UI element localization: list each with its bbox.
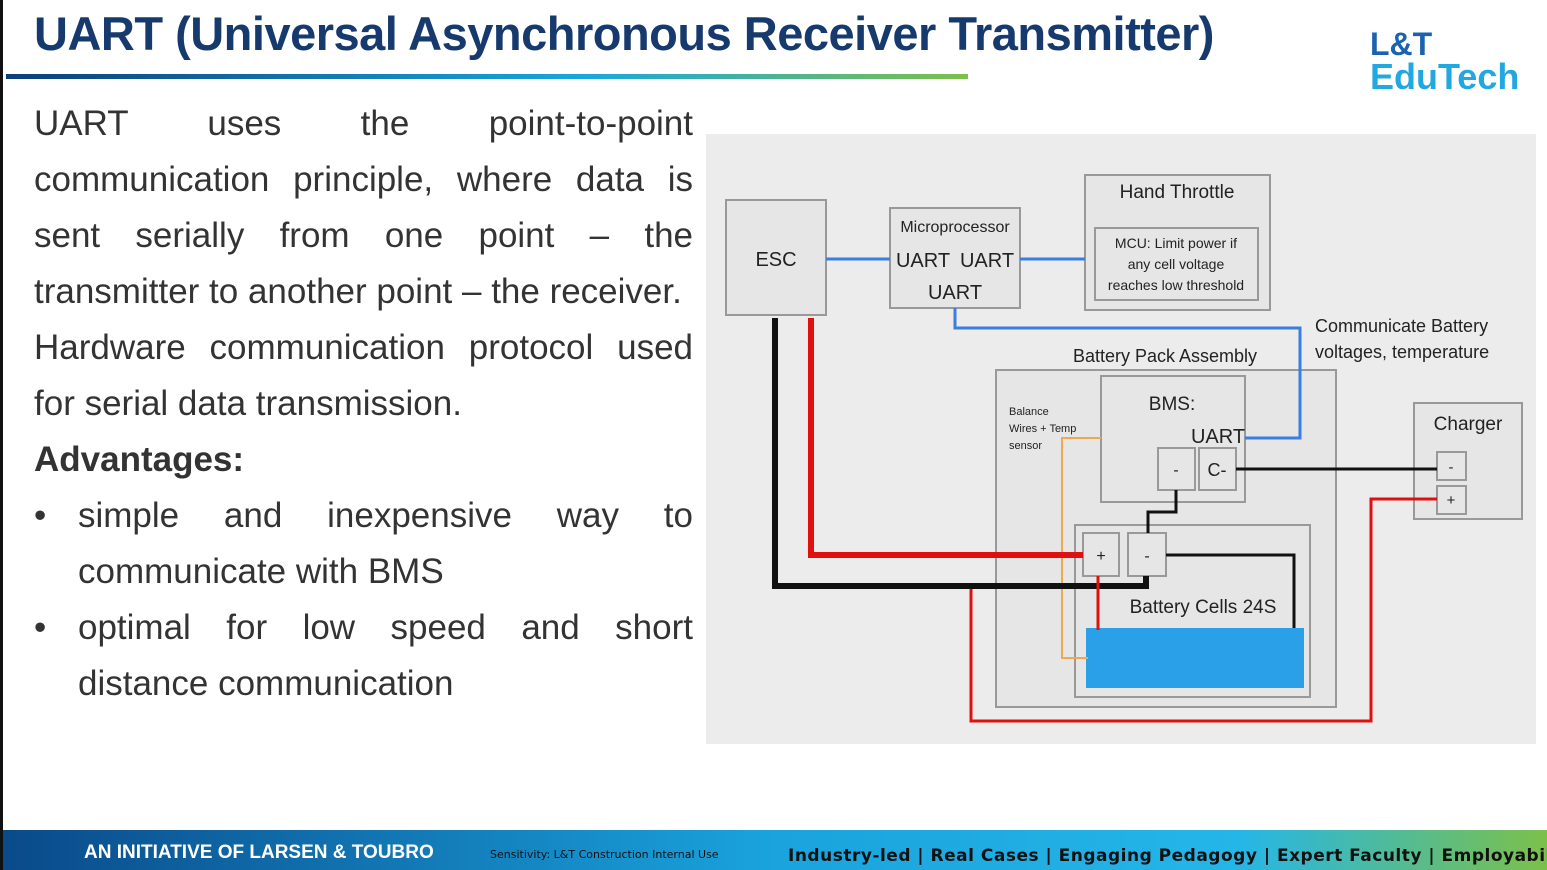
slide-title: UART (Universal Asynchronous Receiver Tr… xyxy=(34,7,1214,60)
balance-wire xyxy=(1061,437,1101,659)
bms-cminus-box xyxy=(1198,447,1237,491)
mcu-text: MCU: Limit power if xyxy=(1115,235,1237,251)
slide-body: UART uses the point-to-point communicati… xyxy=(34,96,693,712)
advantages-list: simple and inexpensive way to communicat… xyxy=(34,488,693,712)
logo-edutech: EduTech xyxy=(1370,56,1520,97)
balance-label: sensor xyxy=(1009,440,1042,452)
sensitivity-label: Sensitivity: L&T Construction Internal U… xyxy=(490,848,719,861)
microprocessor-label: Microprocessor xyxy=(900,219,1010,236)
negative-charger-wire xyxy=(1146,467,1437,628)
uart-label: UART xyxy=(896,250,950,272)
charger-plus-box xyxy=(1436,485,1467,515)
esc-box xyxy=(725,199,827,316)
hand-throttle-label: Hand Throttle xyxy=(1120,182,1235,203)
charger-minus-box xyxy=(1436,451,1467,481)
logo-lt: L&T xyxy=(1370,26,1433,62)
uart-label: UART xyxy=(960,250,1014,272)
battery-cells-label: Battery Cells 24S xyxy=(1130,597,1277,618)
title-underline xyxy=(6,74,968,79)
bms-diagram: ESC Microprocessor UART UART UART Hand T… xyxy=(706,134,1536,744)
charger-plus-label: + xyxy=(1447,492,1456,509)
negative-wire xyxy=(772,318,1149,589)
paragraph-hardware: Hardware communication protocol used for… xyxy=(34,328,693,423)
cell-minus-label: - xyxy=(1144,548,1149,565)
initiative-text: AN INITIATIVE OF LARSEN & TOUBRO xyxy=(84,842,434,863)
mcu-text: reaches low threshold xyxy=(1108,277,1244,293)
footer-bar xyxy=(3,830,1547,870)
mcu-box xyxy=(1094,227,1259,301)
bms-uart-label: UART xyxy=(1191,426,1245,448)
left-border xyxy=(0,0,3,870)
cell-plus-label: + xyxy=(1096,548,1105,565)
esc-label: ESC xyxy=(755,249,796,271)
communicate-label: Communicate Battery xyxy=(1315,316,1488,336)
bms-cminus-label: C- xyxy=(1208,460,1227,480)
battery-pack-label: Battery Pack Assembly xyxy=(1073,346,1257,366)
microprocessor-box xyxy=(889,207,1021,309)
battery-cells-graphic xyxy=(1086,628,1304,688)
bms-minus-box xyxy=(1157,447,1196,491)
positive-wire xyxy=(808,318,1083,558)
list-item: simple and inexpensive way to communicat… xyxy=(34,488,693,600)
balance-label: Wires + Temp xyxy=(1009,423,1076,435)
positive-charger-wire xyxy=(969,497,1437,723)
advantages-heading: Advantages: xyxy=(34,440,245,479)
mcu-text: any cell voltage xyxy=(1128,256,1225,272)
bms-minus-label: - xyxy=(1173,462,1178,479)
paragraph-uart: UART uses the point-to-point communicati… xyxy=(34,104,693,311)
balance-label: Balance xyxy=(1009,406,1049,418)
uart-wire xyxy=(826,257,1302,440)
charger-label: Charger xyxy=(1434,414,1503,435)
list-item: optimal for low speed and short distance… xyxy=(34,600,693,712)
charger-minus-label: - xyxy=(1449,459,1454,476)
bms-label: BMS: xyxy=(1149,394,1195,415)
communicate-label: voltages, temperature xyxy=(1315,342,1489,362)
tagline: Industry-led | Real Cases | Engaging Ped… xyxy=(788,846,1547,866)
uart-label: UART xyxy=(928,282,982,304)
